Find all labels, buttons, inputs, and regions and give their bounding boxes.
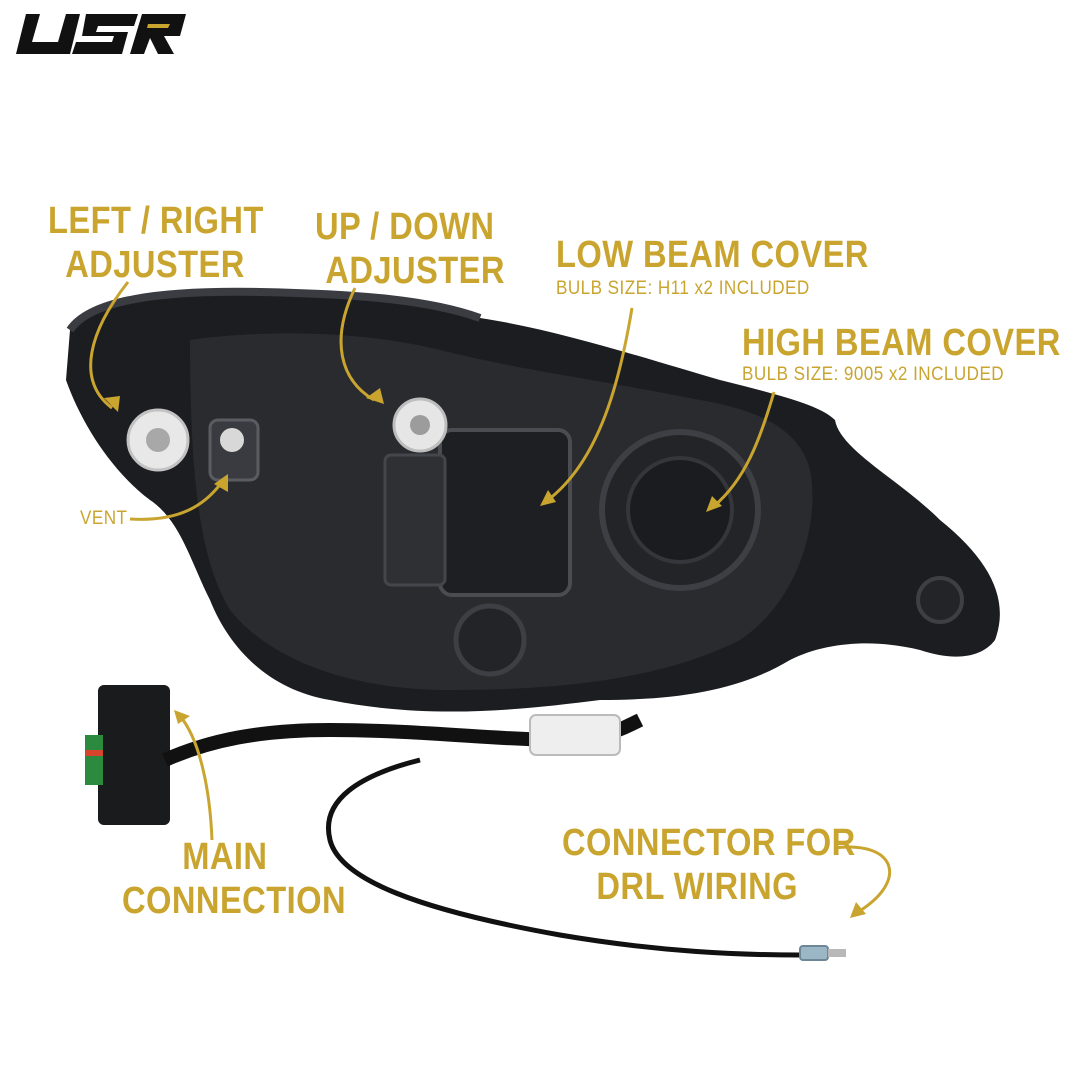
callout-main-connection: MAIN CONNECTION bbox=[122, 836, 346, 923]
arrow-drl bbox=[833, 845, 891, 914]
callout-text: MAIN bbox=[182, 836, 268, 878]
arrow-main bbox=[178, 715, 214, 841]
callout-title: LOW BEAM COVER bbox=[556, 234, 869, 276]
callout-subtitle: BULB SIZE: 9005 x2 INCLUDED bbox=[742, 364, 1005, 385]
callout-drl-connector: CONNECTOR FOR DRL WIRING bbox=[562, 822, 856, 909]
callout-text: LEFT / RIGHT bbox=[48, 200, 264, 242]
callout-low-beam-cover: LOW BEAM COVER bbox=[556, 234, 869, 278]
low-beam-cover bbox=[438, 428, 572, 597]
callout-subtitle: BULB SIZE: H11 x2 INCLUDED bbox=[556, 278, 810, 299]
callout-text: DRL WIRING bbox=[596, 865, 798, 908]
callout-text: CONNECTOR FOR bbox=[562, 822, 856, 864]
callout-text: ADJUSTER bbox=[65, 243, 245, 286]
arrow-vent bbox=[129, 481, 224, 521]
callout-high-beam-subtitle: BULB SIZE: 9005 x2 INCLUDED bbox=[742, 364, 1004, 386]
callout-left-right-adjuster: LEFT / RIGHT ADJUSTER bbox=[48, 200, 264, 287]
callout-text: CONNECTION bbox=[122, 879, 346, 922]
arrow-left-right bbox=[89, 281, 130, 410]
callout-text: UP / DOWN bbox=[315, 206, 495, 248]
callout-up-down-adjuster: UP / DOWN ADJUSTER bbox=[315, 206, 505, 293]
callout-text: ADJUSTER bbox=[325, 249, 505, 292]
callout-vent: VENT bbox=[80, 508, 127, 530]
callout-text: VENT bbox=[80, 508, 128, 529]
arrow-low-beam bbox=[547, 307, 634, 502]
main-connector bbox=[98, 685, 170, 825]
callout-high-beam-cover: HIGH BEAM COVER bbox=[742, 322, 1061, 366]
callout-low-beam-subtitle: BULB SIZE: H11 x2 INCLUDED bbox=[556, 278, 810, 300]
arrow-high-beam bbox=[713, 391, 776, 508]
arrow-up-down bbox=[339, 287, 375, 402]
usr-logo bbox=[16, 14, 186, 54]
callout-title: HIGH BEAM COVER bbox=[742, 322, 1061, 364]
